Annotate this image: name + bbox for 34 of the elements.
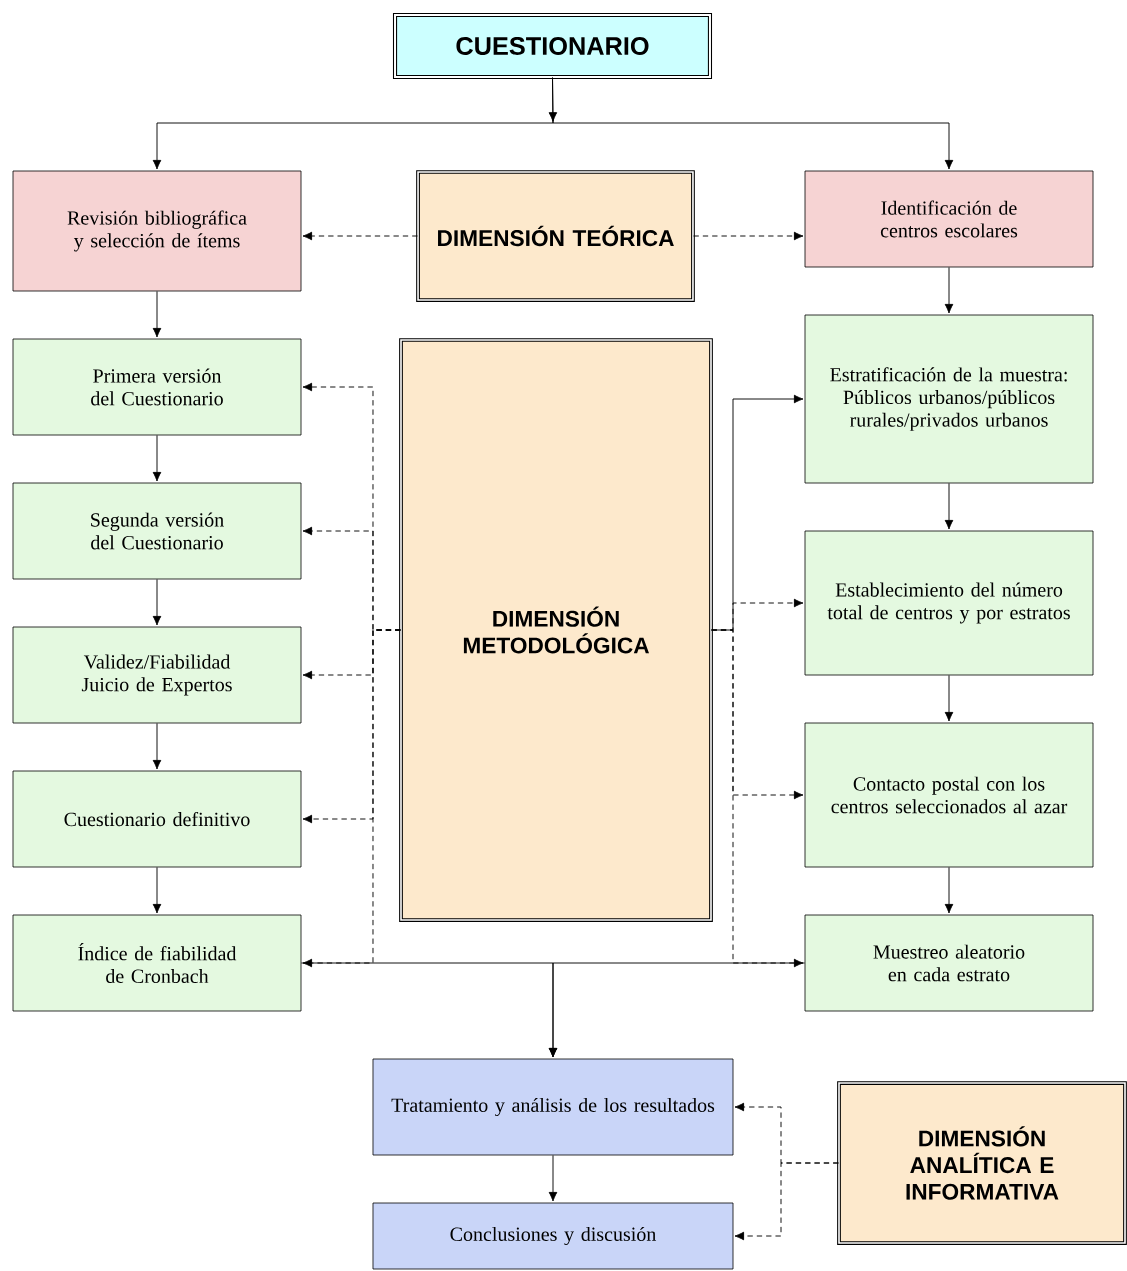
arrow: [302, 231, 418, 241]
arrow: [734, 1162, 839, 1241]
arrow: [152, 578, 162, 626]
process-box: Estratificación de la muestra: Públicos urbanos/públicos rurales/privados urbanos: [804, 314, 1094, 484]
process-box: Contacto postal con los centros seleccionados al azar: [804, 722, 1094, 868]
arrow: [693, 231, 804, 241]
process-box: Identificación de centros escolares: [804, 170, 1094, 268]
process-box: Establecimiento del número total de centros y por estratos: [804, 530, 1094, 676]
process-box: Primera versión del Cuestionario: [12, 338, 302, 436]
process-box: Cuestionario definitivo: [12, 770, 302, 868]
process-box: Muestreo aleatorio en cada estrato: [804, 914, 1094, 1012]
process-box: Validez/Fiabilidad Juicio de Expertos: [12, 626, 302, 724]
process-box: Tratamiento y análisis de los resultados: [372, 1058, 734, 1156]
dimension-box: DIMENSIÓN ANALÍTICA E INFORMATIVA: [837, 1081, 1127, 1245]
process-box: Segunda versión del Cuestionario: [12, 482, 302, 580]
arrow: [944, 482, 954, 530]
arrow: [944, 674, 954, 722]
arrow: [944, 266, 954, 314]
arrow: [711, 629, 804, 968]
arrow: [152, 434, 162, 482]
arrow: [152, 866, 162, 914]
arrow: [548, 962, 806, 1058]
title-box: CUESTIONARIO: [392, 12, 713, 80]
arrow: [552, 77, 954, 170]
arrow: [152, 290, 162, 338]
dimension-box: DIMENSIÓN TEÓRICA: [416, 170, 695, 302]
arrow: [152, 722, 162, 770]
process-box: Conclusiones y discusión: [372, 1202, 734, 1270]
arrow: [548, 1154, 558, 1202]
dimension-box: DIMENSIÓN METODOLÓGICA: [399, 338, 713, 922]
process-box: Revisión bibliográfica y selección de ítems: [12, 170, 302, 292]
process-box: Índice de fiabilidad de Cronbach: [12, 914, 302, 1012]
arrow: [302, 629, 401, 968]
arrow: [944, 866, 954, 914]
